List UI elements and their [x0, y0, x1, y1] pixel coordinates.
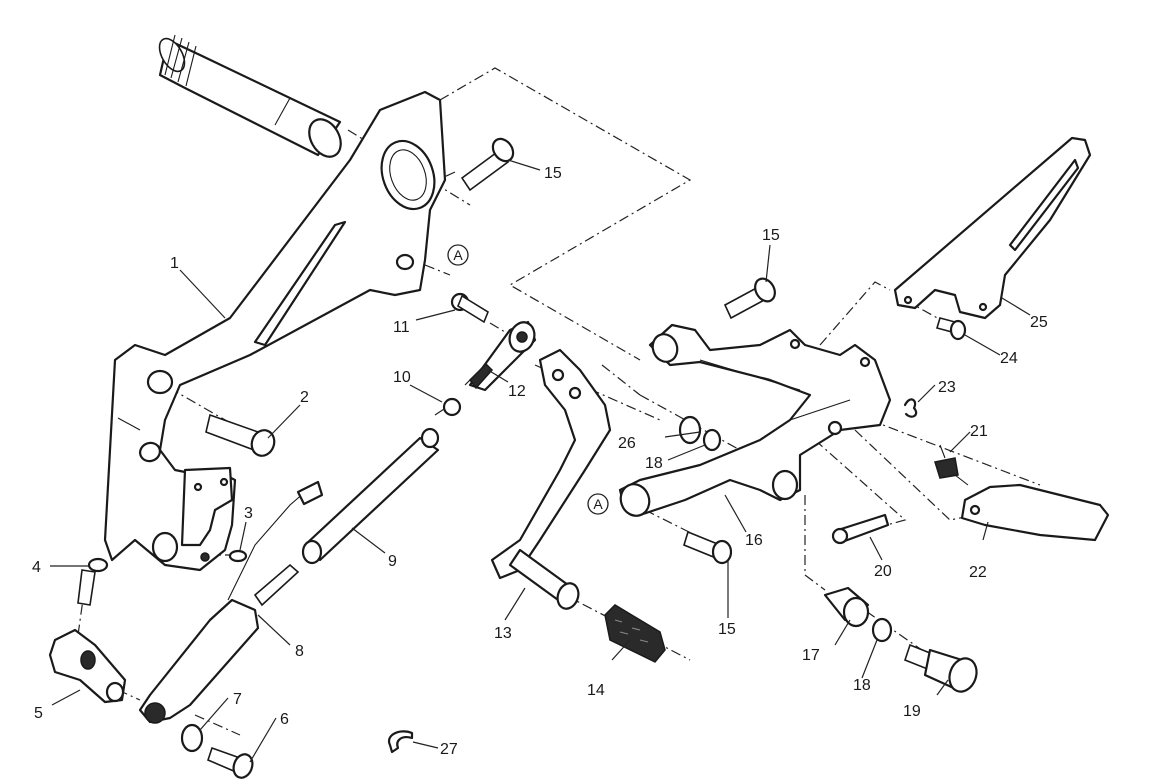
gear-lever-13-part: [490, 348, 612, 610]
footrest-bracket-16-part: [618, 323, 892, 517]
callout-25: 25: [1030, 314, 1048, 331]
oring-18-lower-part: [871, 617, 893, 643]
callout-15-lower: 15: [718, 621, 736, 638]
callout-21: 21: [970, 423, 988, 440]
pin-20-part: [831, 513, 890, 545]
callout-1: 1: [170, 255, 179, 272]
screw-24-part: [935, 317, 967, 341]
circlip-27-part: [387, 730, 414, 754]
bolt-11-part: [450, 292, 489, 324]
callout-8: 8: [295, 643, 304, 660]
callout-16: 16: [745, 532, 763, 549]
callout-2: 2: [300, 389, 309, 406]
callout-3: 3: [244, 505, 253, 522]
washer-7-part: [180, 723, 204, 753]
callout-18-upper: 18: [645, 455, 663, 472]
callout-7: 7: [233, 691, 242, 708]
washer-3-part: [228, 549, 248, 563]
callout-20: 20: [874, 563, 892, 580]
reference-marker-a-lower: A: [587, 493, 609, 515]
washer-26-part: [678, 415, 702, 445]
callout-10: 10: [393, 369, 411, 386]
callout-5: 5: [34, 705, 43, 722]
callout-labels: 1 2 3 4 5 6 7 8 9 10 11 12 13 14 15 15 1…: [32, 165, 1048, 758]
bushing-17-part: [823, 586, 870, 628]
oring-18-upper-part: [702, 428, 722, 452]
callout-27: 27: [440, 741, 458, 758]
callout-15-right: 15: [762, 227, 780, 244]
callout-24: 24: [1000, 350, 1018, 367]
callout-12: 12: [508, 383, 526, 400]
callout-6: 6: [280, 711, 289, 728]
clip-23-part: [903, 398, 918, 418]
bolt-6-part: [207, 746, 254, 779]
callout-15-top: 15: [544, 165, 562, 182]
nut-10-part: [442, 397, 462, 417]
spring-21-part: [934, 444, 969, 486]
shift-rod-8-part: [138, 480, 324, 724]
svg-text:A: A: [453, 247, 463, 263]
bolt-4-part: [77, 557, 109, 606]
pivot-pin-part: [158, 34, 342, 158]
footpeg-22-part: [960, 483, 1110, 542]
pivot-bolt-19-part: [904, 643, 978, 693]
bolt-2-part: [205, 413, 276, 457]
svg-text:A: A: [593, 496, 603, 512]
callout-14: 14: [587, 682, 605, 699]
bolt-15-right-part: [723, 277, 776, 320]
callout-17: 17: [802, 647, 820, 664]
bolt-15-lower-part: [683, 530, 733, 565]
callout-18-lower: 18: [853, 677, 871, 694]
main-bracket-part: [103, 90, 447, 572]
callout-11: 11: [393, 319, 410, 336]
callout-4: 4: [32, 559, 41, 576]
reference-marker-a-upper: A: [447, 244, 469, 266]
tube-9-part: [301, 427, 440, 565]
rod-end-12-part: [468, 320, 537, 392]
clevis-5-part: [48, 628, 127, 704]
callout-23: 23: [938, 379, 956, 396]
callout-26: 26: [618, 435, 636, 452]
bolt-15-top-part: [460, 137, 515, 192]
heel-guard-25-part: [893, 136, 1092, 320]
callout-19: 19: [903, 703, 921, 720]
callout-9: 9: [388, 553, 397, 570]
rubber-peg-14-part: [604, 604, 666, 663]
leader-lines: [50, 159, 1031, 763]
callout-22: 22: [969, 564, 987, 581]
callout-13: 13: [494, 625, 512, 642]
